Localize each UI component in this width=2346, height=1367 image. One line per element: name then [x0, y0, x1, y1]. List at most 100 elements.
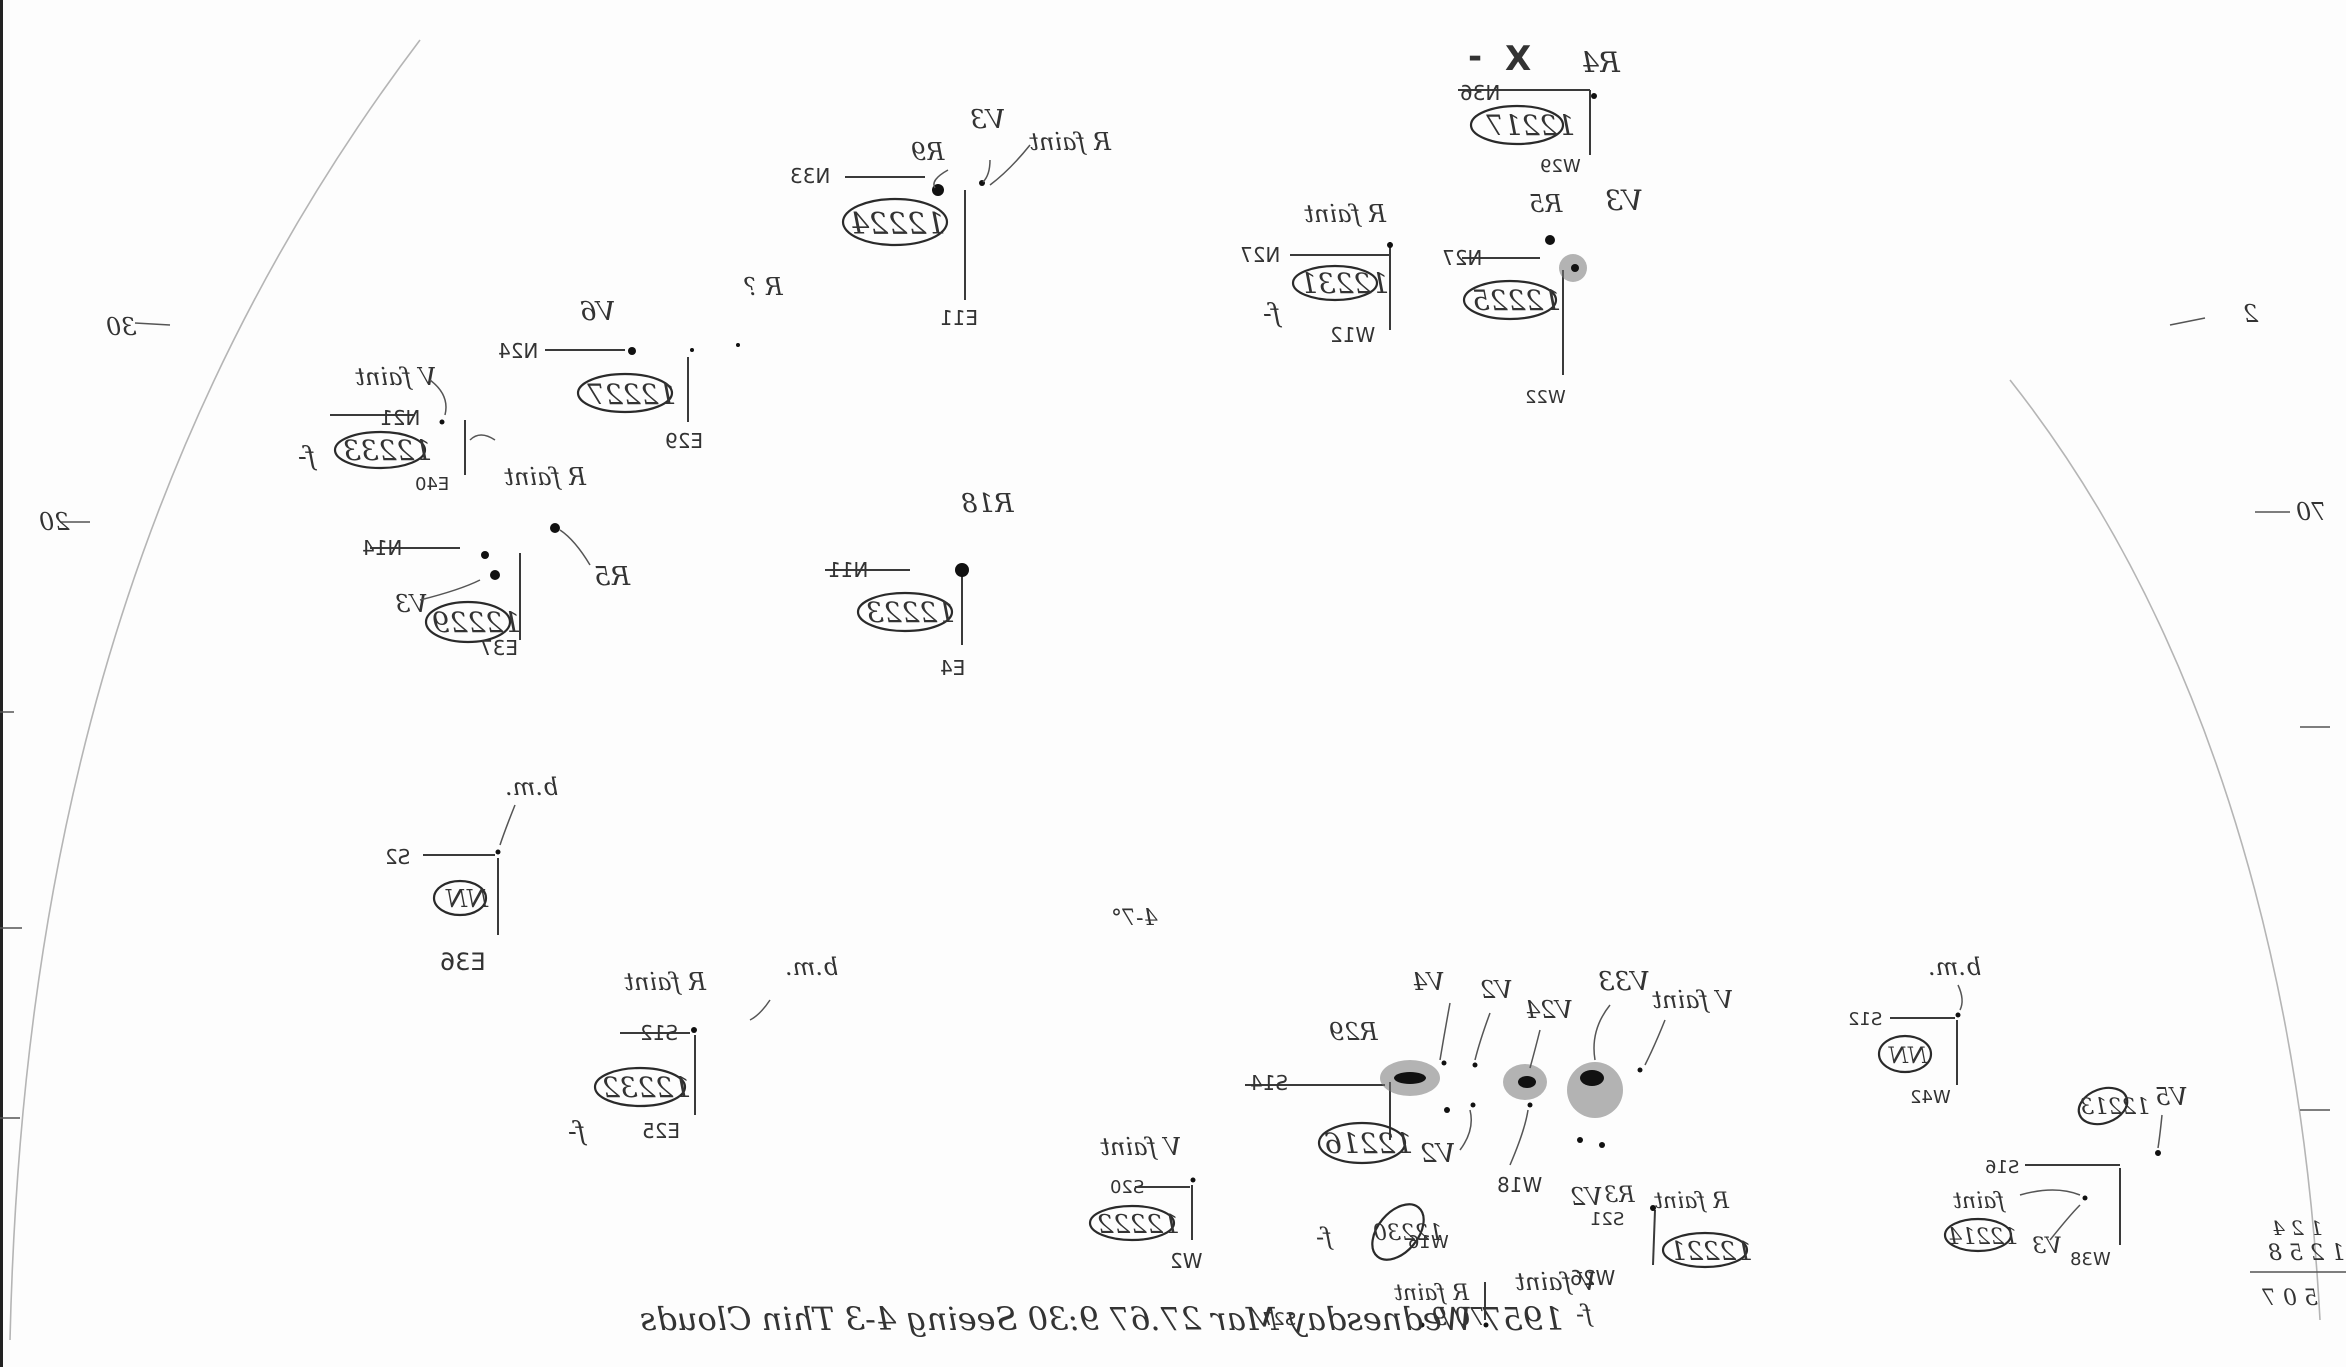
latitude-label: N11: [828, 558, 868, 582]
group-number: 12216: [1324, 1127, 1413, 1160]
dash-label: -: [1468, 37, 1482, 77]
corner-numbers-middle: 1 2 5 8: [2268, 1241, 2345, 1266]
group-12225: 12225 N27 W22 V3 R5: [1442, 184, 1643, 408]
longitude-label: W42: [1910, 1087, 1951, 1108]
spot-label: V2: [1420, 1139, 1455, 1169]
spot-label: V4: [1412, 968, 1445, 996]
spot-label: f-: [1316, 1223, 1334, 1251]
group-number: 12231: [1300, 267, 1389, 300]
latitude-label: N21: [380, 406, 420, 430]
spot-label: R faint: [1029, 128, 1112, 156]
group-12231: 12231 N27 W12 R faint f-: [1240, 200, 1393, 347]
spot-label: b.m.: [505, 773, 558, 801]
longitude-label: E40: [415, 474, 449, 495]
group-number: 12232: [602, 1071, 691, 1104]
group-12213: 12213 V5: [2077, 1083, 2188, 1156]
spot-label: V5: [2155, 1083, 2188, 1111]
corner-numbers-bottom: 5 0 7: [2262, 1286, 2318, 1311]
spot-label: V6: [580, 297, 615, 327]
group-12214: 12214 S16 W38 faint V3: [1943, 1157, 2121, 1270]
group-unnumbered-e36: NN S2 E36 b.m.: [385, 773, 558, 976]
longitude-label: W12: [1330, 323, 1375, 347]
longitude-label: E37: [480, 636, 518, 660]
group-12222: 12222 S20 W2 V faint: [1088, 1133, 1203, 1273]
spot-label: R faint: [504, 463, 587, 491]
spot-label: R faint: [624, 968, 707, 996]
limb-ticks: [0, 317, 2346, 1273]
limb-label-30: 30: [106, 313, 137, 341]
longitude-label: W26: [1570, 1266, 1615, 1290]
longitude-label: E4: [940, 656, 965, 680]
spot-label: R5: [594, 562, 631, 592]
group-number: 12222: [1097, 1210, 1180, 1240]
limb-label-70: 70: [2296, 498, 2327, 526]
corner-number: 70 9: [1432, 1303, 1485, 1331]
spot-label: V2: [1570, 1183, 1603, 1211]
group-number: NN: [1888, 1044, 1928, 1069]
spot-label: V24: [1525, 996, 1573, 1024]
group-12233: 12233 N21 E40 V faint R faint f-: [298, 363, 587, 495]
longitude-label: E11: [940, 306, 978, 330]
spot-label: R3: [1604, 1183, 1636, 1208]
latitude-label: W16: [1408, 1232, 1449, 1253]
longitude-label: W2: [1170, 1249, 1203, 1273]
spot-label: V faint: [1652, 986, 1733, 1014]
latitude-label: S16: [1985, 1157, 2019, 1178]
spot-label: V33: [1598, 967, 1650, 997]
corner-numbers-top: 1 2 4: [2272, 1216, 2323, 1240]
group-number: 12230: [1373, 1221, 1443, 1246]
limb-label-20: 20: [39, 508, 71, 536]
spot-label: f-: [298, 442, 317, 472]
longitude-label: W38: [2070, 1249, 2111, 1270]
group-number: 12223: [866, 596, 955, 629]
latitude-label: N36: [1460, 81, 1500, 105]
group-12227: 12227 N24 E29 V6 R ?: [498, 273, 784, 453]
latitude-label: S12: [1848, 1009, 1882, 1030]
spot-label: R9: [911, 138, 945, 166]
spot-label: V3: [1605, 184, 1643, 217]
group-number: 12233: [343, 434, 432, 467]
spot-label: f-: [568, 1117, 587, 1147]
longitude-label: W18: [1497, 1173, 1542, 1197]
spot-label: V3: [2032, 1234, 2062, 1259]
latitude-label: N24: [498, 339, 538, 363]
longitude-label: W29: [1540, 156, 1581, 177]
latitude-label: S14: [1250, 1071, 1288, 1095]
observation-caption: 1957 Wednesday Mar 27.67 9:30 Seeing 4-3…: [640, 1300, 1564, 1338]
spot-label: b.m.: [785, 953, 838, 981]
spot-label: R ?: [744, 273, 784, 301]
longitude-label: S27: [1262, 1309, 1296, 1330]
longitude-label: E36: [440, 948, 486, 976]
group-number: 12214: [1948, 1225, 2018, 1250]
spot-label: V faint: [1100, 1133, 1181, 1161]
group-unnumbered-w42: NN S12 W42 b.m.: [1848, 953, 1981, 1108]
group-number: 12221: [1670, 1237, 1753, 1267]
spot-label: b.m.: [1928, 953, 1981, 981]
group-12221: 12221 S21 W26 R3 V2 R faint f-: [1570, 1142, 1753, 1328]
spot-label: R29: [1329, 1018, 1379, 1046]
group-12216: 12216 S14 W18 R29 V4 V2 V24 V33 V faint …: [1245, 967, 1733, 1197]
group-number: 12217: [1486, 109, 1575, 142]
group-12230: 12230 W16 S27 V faint R faint f-: [1262, 1203, 1596, 1330]
latitude-label: S2: [385, 845, 410, 869]
longitude-label: E25: [642, 1119, 680, 1143]
latitude-label: S20: [1110, 1177, 1144, 1198]
spot-label: R faint: [1394, 1281, 1470, 1306]
group-12232: 12232 S12 E25 R faint b.m. f-: [568, 953, 838, 1147]
group-12223: 12223 N11 E4 R18: [825, 489, 1015, 680]
spot-label: R4: [1581, 46, 1621, 79]
group-number: 12225: [1472, 284, 1561, 317]
latitude-label: S12: [640, 1021, 678, 1045]
latitude-label: S21: [1590, 1209, 1624, 1230]
spot-label: f-: [1576, 1300, 1594, 1328]
group-12224: 12224 N33 E11 V3 R9 R faint: [790, 105, 1112, 330]
spot-label: R faint: [1304, 200, 1387, 228]
group-number: 12227: [587, 378, 676, 411]
limb-label-2: 2: [2243, 300, 2259, 328]
latitude-label: N33: [790, 164, 830, 188]
spot-label: R faint: [1654, 1189, 1730, 1214]
spot-label: V3: [970, 105, 1005, 135]
spot-label: V faint: [355, 363, 436, 391]
group-12229: 12229 N14 E37 R5 V3: [362, 523, 631, 660]
